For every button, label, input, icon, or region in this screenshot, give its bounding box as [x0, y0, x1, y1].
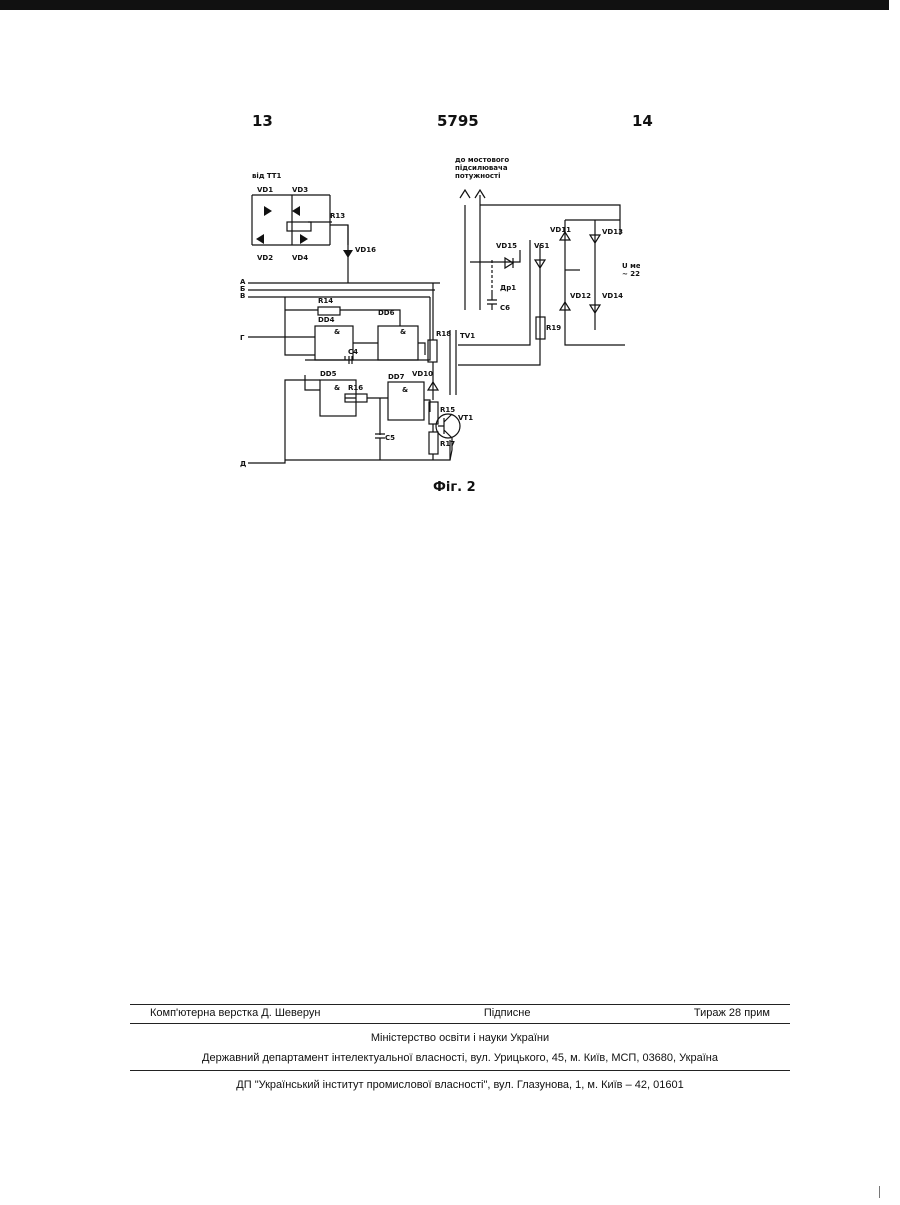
page-number-right: 14 [632, 112, 653, 130]
label-vd14: VD14 [602, 292, 623, 300]
label-vd15: VD15 [496, 242, 517, 250]
label-vd13: VD13 [602, 228, 623, 236]
label-vt1: VT1 [458, 414, 473, 422]
label-c6: C6 [500, 304, 510, 312]
label-r15: R15 [440, 406, 455, 414]
colophon-rule-mid [130, 1023, 790, 1024]
label-and-dd5: & [334, 384, 340, 392]
label-to-bridge-3: потужності [455, 172, 500, 180]
label-tv1: TV1 [460, 332, 475, 340]
label-dd6: DD6 [378, 309, 395, 317]
label-vd3: VD3 [292, 186, 308, 194]
label-r18: R18 [436, 330, 451, 338]
ministry-line: Міністерство освіти і науки України [130, 1032, 790, 1044]
top-border-rule [0, 0, 889, 10]
label-g: Г [240, 334, 245, 342]
label-vd16: VD16 [355, 246, 376, 254]
label-dd5: DD5 [320, 370, 337, 378]
label-and-dd6: & [400, 328, 406, 336]
label-vd10: VD10 [412, 370, 433, 378]
circulation-note: Тираж 28 прим [694, 1007, 770, 1019]
circuit-schematic: від ТТ1 VD1 VD3 VD2 VD4 R13 VD16 А Б В Г… [230, 150, 640, 475]
typesetting-credit: Комп'ютерна верстка Д. Шеверун [150, 1007, 320, 1019]
label-and-dd7: & [402, 386, 408, 394]
label-mains-1: U мережі [622, 262, 640, 270]
label-r17: R17 [440, 440, 455, 448]
label-c4: C4 [348, 348, 358, 356]
label-r19: R19 [546, 324, 561, 332]
label-and-dd4: & [334, 328, 340, 336]
label-to-bridge-2: підсилювача [455, 164, 508, 172]
label-mains-2: ~ 220 ч [622, 270, 640, 278]
label-dd7: DD7 [388, 373, 405, 381]
scan-mark [879, 1186, 880, 1198]
label-d: Д [240, 460, 246, 468]
label-dd4: DD4 [318, 316, 335, 324]
label-vd12: VD12 [570, 292, 591, 300]
label-from-tt1: від ТТ1 [252, 172, 281, 180]
colophon: Комп'ютерна верстка Д. Шеверун Підписне … [130, 1004, 790, 1091]
label-c5: C5 [385, 434, 395, 442]
figure-caption: Фіг. 2 [433, 480, 476, 495]
publisher-line: ДП "Український інститут промислової вла… [130, 1079, 790, 1091]
label-to-bridge-1: до мостового [455, 156, 509, 164]
signed-note: Підписне [484, 1007, 531, 1019]
department-line: Державний департамент інтелектуальної вл… [130, 1052, 790, 1064]
colophon-row: Комп'ютерна верстка Д. Шеверун Підписне … [130, 1005, 790, 1023]
patent-number: 5795 [437, 112, 479, 130]
label-r16: R16 [348, 384, 363, 392]
label-dr1: Др1 [500, 284, 516, 292]
label-r14: R14 [318, 297, 333, 305]
label-vd4: VD4 [292, 254, 308, 262]
label-vd1: VD1 [257, 186, 273, 194]
label-v: В [240, 292, 245, 300]
label-vd11: VD11 [550, 226, 571, 234]
label-vs1: VS1 [534, 242, 549, 250]
label-r13: R13 [330, 212, 345, 220]
colophon-rule-bottom [130, 1070, 790, 1071]
label-vd2: VD2 [257, 254, 273, 262]
page-number-left: 13 [252, 112, 273, 130]
